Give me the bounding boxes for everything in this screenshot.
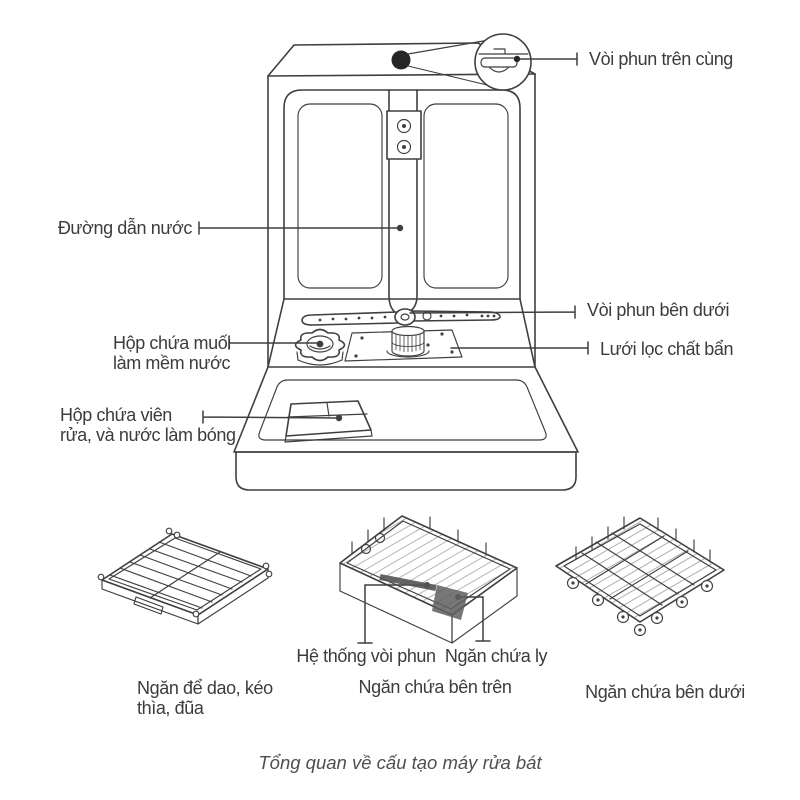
upper-basket-illustration	[339, 515, 518, 644]
label-cup-holder: Ngăn chứa ly	[444, 646, 548, 666]
label-dispenser: Hộp chứa viên rửa, và nước làm bóng	[60, 405, 236, 445]
basket-wheels	[566, 576, 714, 637]
top-spray-magnifier	[391, 33, 532, 91]
label-filter: Lưới lọc chất bẩn	[600, 339, 734, 359]
top-spray-nozzle	[480, 57, 518, 68]
label-spray-system: Hệ thống vòi phun	[296, 646, 436, 666]
cutlery-tray-illustration	[97, 527, 273, 625]
lower-spray-arm	[301, 308, 501, 326]
salt-cap-callout-dot	[316, 340, 324, 348]
duct-bracket	[386, 110, 422, 160]
cup-rack-shelf	[432, 585, 468, 620]
kickplate	[235, 451, 577, 491]
spray-holes	[318, 313, 496, 322]
diagram-caption: Tổng quan về cấu tạo máy rửa bát	[258, 752, 542, 773]
callout-lower-spray	[409, 305, 576, 319]
top-spray-location-dot	[391, 50, 411, 70]
label-upper-basket: Ngăn chứa bên trên	[358, 677, 512, 697]
callout-salt-box	[228, 336, 318, 350]
tub-interior	[267, 89, 536, 368]
upper-spray-tube	[379, 574, 437, 591]
salt-cap	[294, 328, 346, 366]
label-salt-box: Hộp chứa muối làm mềm nước	[113, 333, 231, 373]
label-lower-spray: Vòi phun bên dưới	[587, 300, 730, 320]
detergent-dispenser	[284, 400, 373, 443]
tray-handle	[133, 596, 164, 615]
open-door	[233, 366, 579, 453]
callout-water-line	[198, 221, 401, 235]
magnifier-circle	[474, 33, 532, 91]
lower-basket-illustration	[555, 516, 725, 637]
callout-top-spray	[519, 52, 578, 66]
label-top-spray: Vòi phun trên cùng	[589, 49, 733, 69]
filter-unit	[344, 325, 463, 362]
callout-filter	[450, 341, 589, 355]
label-lower-basket: Ngăn chứa bên dưới	[585, 682, 745, 702]
label-water-line: Đường dẫn nước	[57, 218, 193, 238]
callout-dispenser	[202, 410, 340, 424]
label-cutlery-tray: Ngăn để dao, kéo thìa, đũa	[137, 678, 273, 718]
